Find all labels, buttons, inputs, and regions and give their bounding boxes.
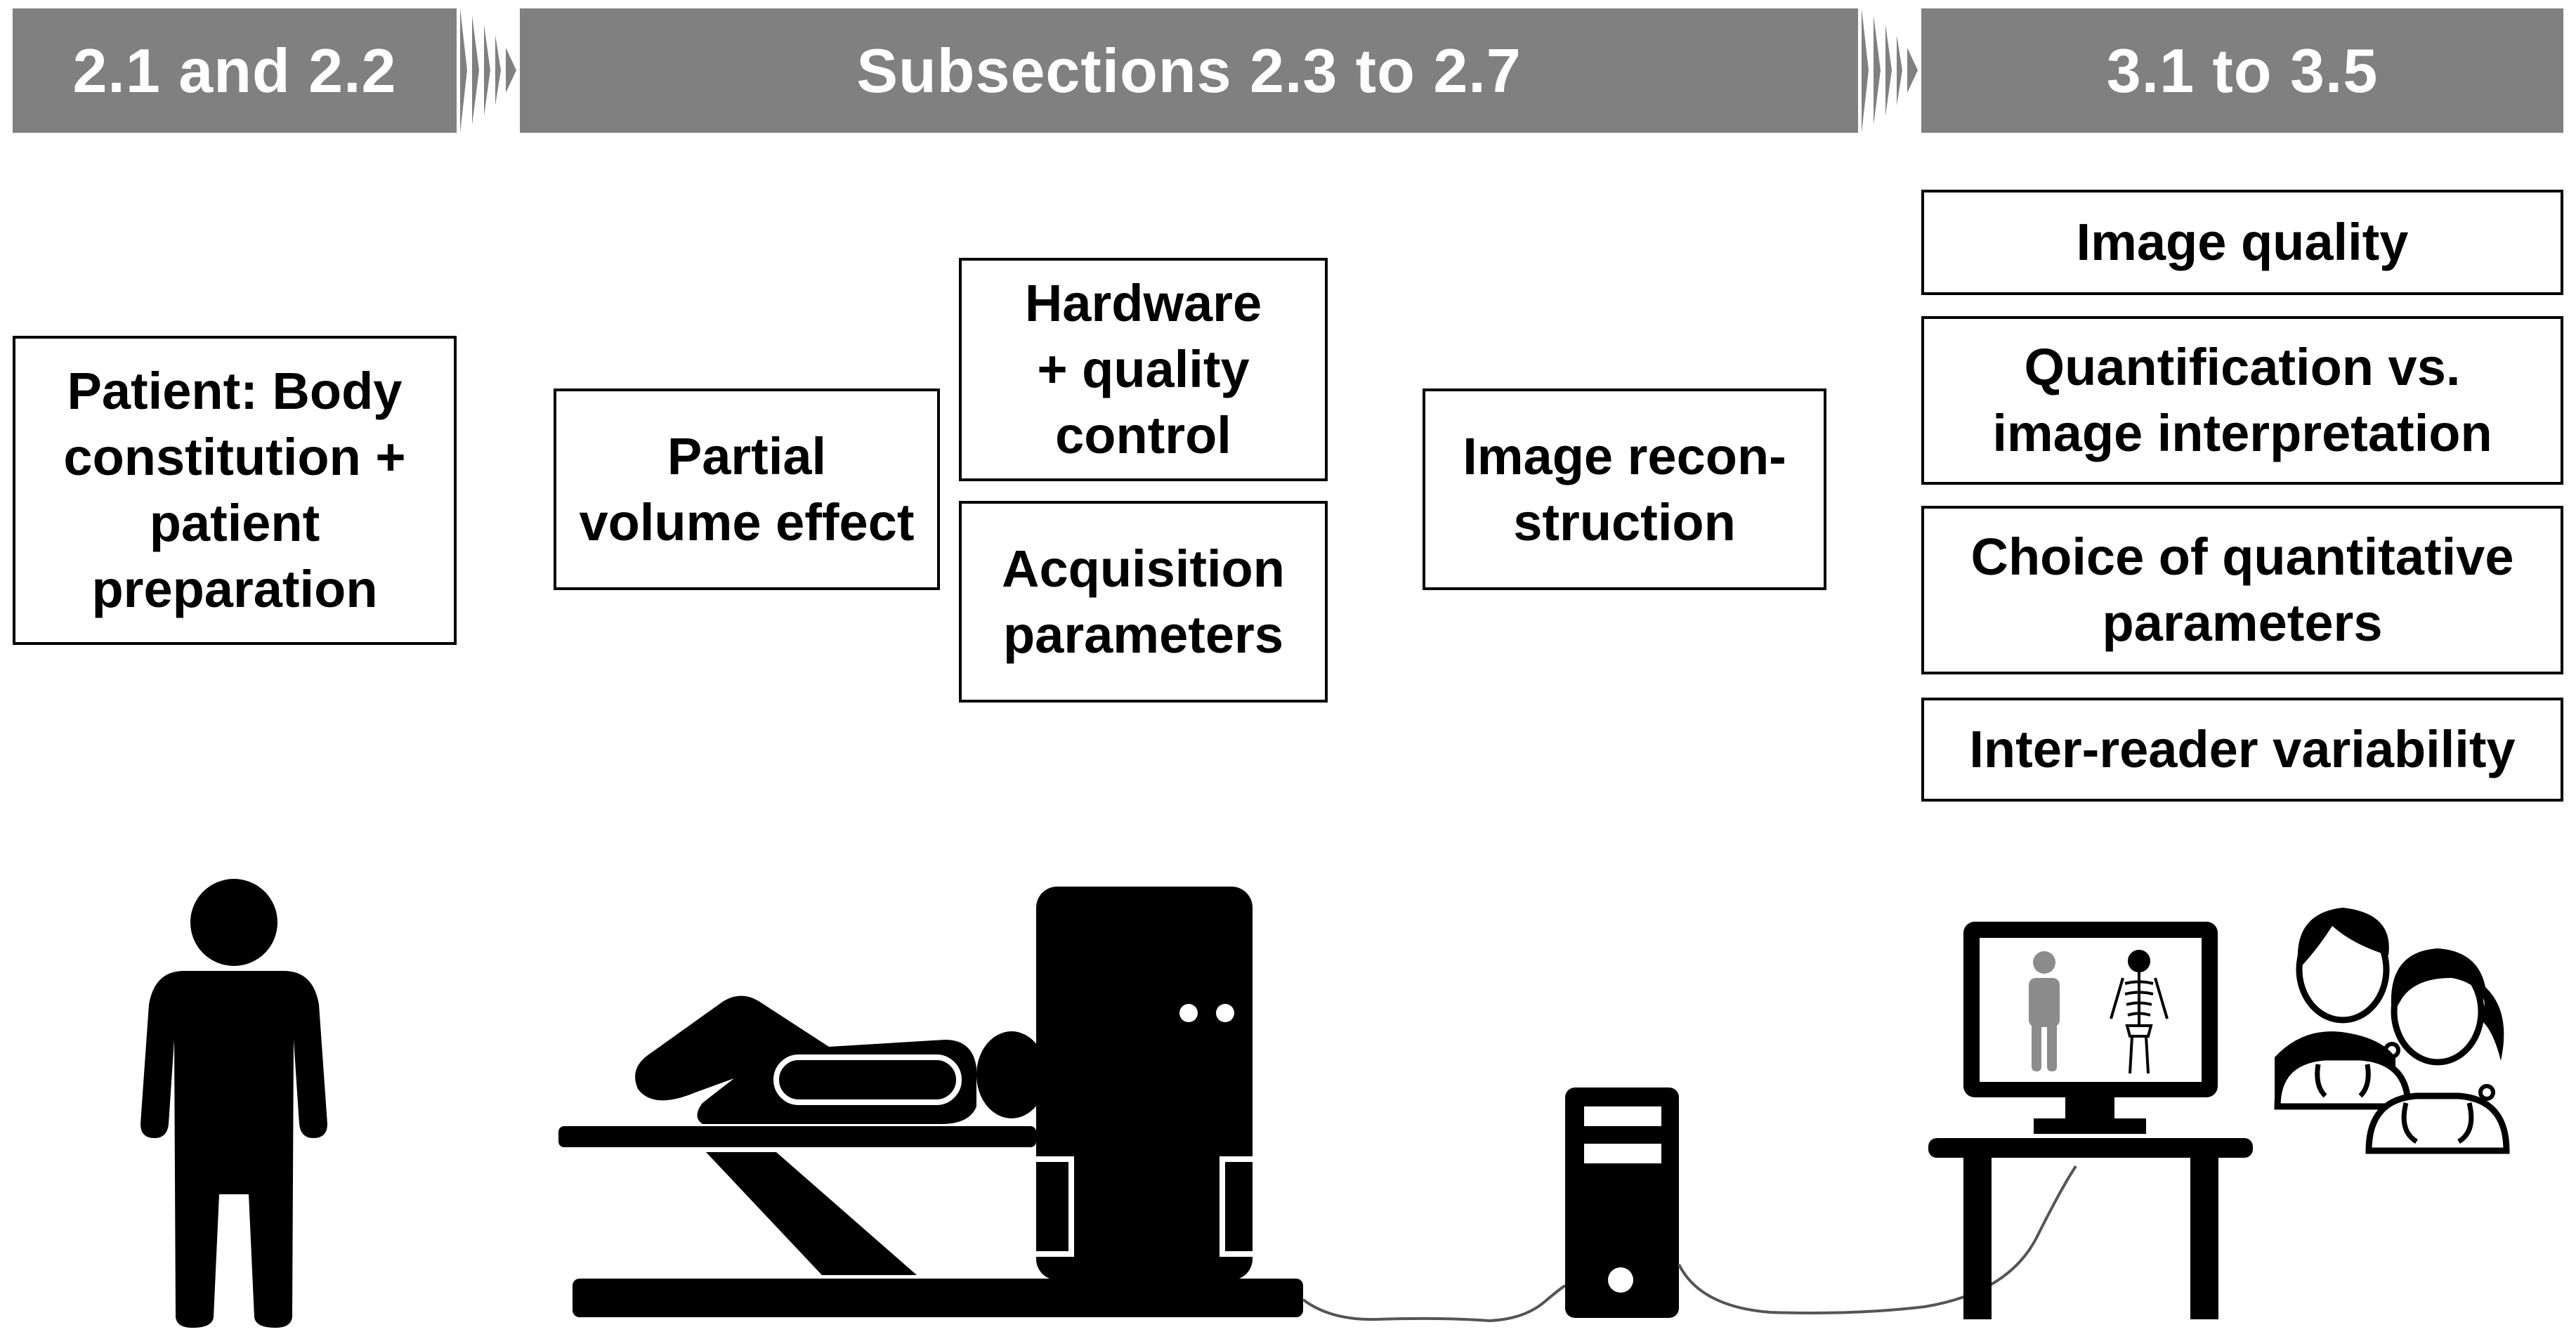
quantification-box: Quantification vs. image interpretation xyxy=(1921,316,2563,485)
cable xyxy=(1678,1165,2077,1314)
quantification-label: Quantification vs. image interpretation xyxy=(1992,338,2492,462)
reconstruction-label: Image recon- struction xyxy=(1463,426,1786,551)
hardware-box: Hardware + quality control xyxy=(959,258,1328,481)
inter-reader-label: Inter-reader variability xyxy=(1969,720,2516,778)
inter-reader-box: Inter-reader variability xyxy=(1921,698,2563,802)
image-quality-label: Image quality xyxy=(2076,213,2409,271)
chevron-icon xyxy=(1858,8,1921,133)
acquisition-label: Acquisition parameters xyxy=(1002,539,1285,664)
banner-subsections-2-3-2-7: Subsections 2.3 to 2.7 xyxy=(520,8,1858,133)
monitor-icon xyxy=(1928,922,2253,1319)
doctors-icon xyxy=(2274,908,2510,1154)
reconstruction-box: Image recon- struction xyxy=(1423,388,1826,590)
banner-sections-2-1-2-2: 2.1 and 2.2 xyxy=(13,8,457,133)
computer-tower-icon xyxy=(1565,1087,1679,1318)
monitor-figure-icon xyxy=(2029,951,2060,1071)
chevron-icon xyxy=(457,8,520,133)
image-quality-box: Image quality xyxy=(1921,190,2563,295)
patient-label: Patient: Body constitution + patient pre… xyxy=(63,362,406,618)
banner-label: 3.1 to 3.5 xyxy=(2106,35,2379,105)
skeleton-icon xyxy=(2110,950,2169,1074)
patient-box: Patient: Body constitution + patient pre… xyxy=(13,336,457,645)
banner-label: Subsections 2.3 to 2.7 xyxy=(856,35,1522,105)
choice-params-box: Choice of quantitative parameters xyxy=(1921,506,2563,674)
acquisition-box: Acquisition parameters xyxy=(959,501,1328,703)
cable xyxy=(1302,1284,1567,1323)
choice-params-label: Choice of quantitative parameters xyxy=(1970,528,2514,652)
partial-volume-box: Partial volume effect xyxy=(554,388,940,590)
person-icon xyxy=(140,879,327,1328)
banner-label: 2.1 and 2.2 xyxy=(72,35,397,105)
banner-sections-3-1-3-5: 3.1 to 3.5 xyxy=(1921,8,2563,133)
hardware-label: Hardware + quality control xyxy=(1024,274,1262,464)
scanner-icon xyxy=(558,887,1303,1317)
partial-volume-label: Partial volume effect xyxy=(579,426,915,551)
